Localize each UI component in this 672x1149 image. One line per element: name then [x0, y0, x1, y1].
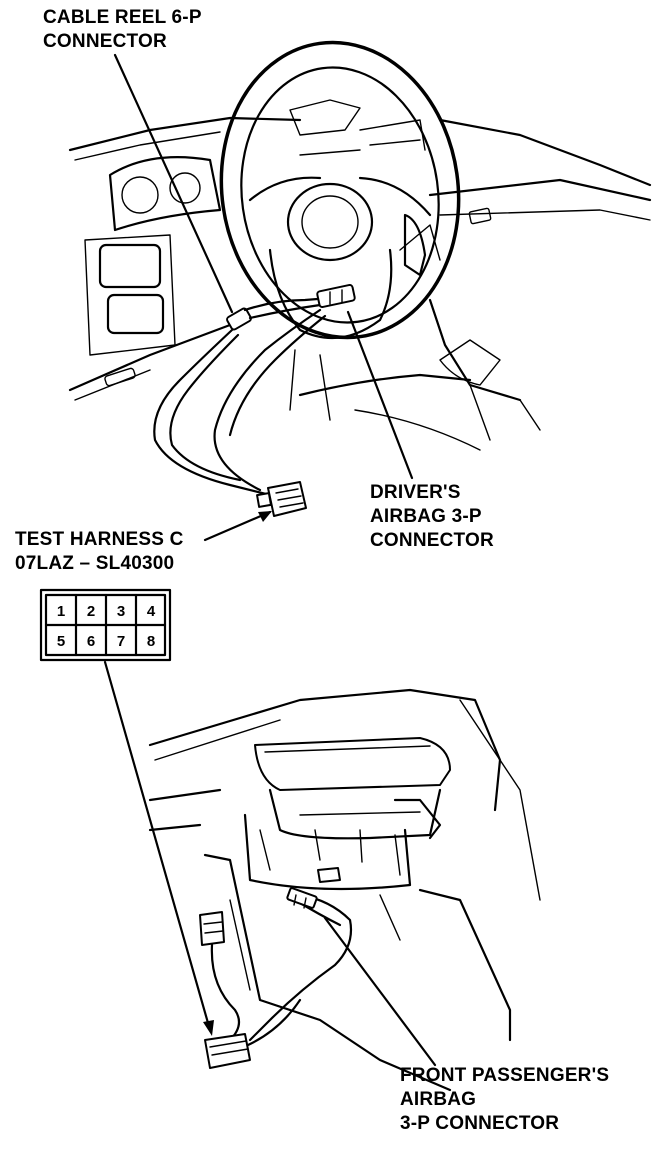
drivers-airbag-label-line-2: AIRBAG 3-P: [370, 506, 482, 527]
front-passenger-connector-plug: [286, 887, 318, 909]
cable-reel-label-line-1: CABLE REEL 6-P: [43, 7, 202, 28]
cable-reel-connector-plug: [226, 307, 252, 331]
connector-pin-7: 7: [117, 633, 125, 650]
connector-pin-8: 8: [147, 633, 155, 650]
dashboard-top-illustration: [68, 40, 652, 451]
connector-pin-2: 2: [87, 603, 95, 620]
lower-harness-plug: [204, 1033, 251, 1069]
drivers-airbag-leader-line: [346, 310, 414, 480]
connector-pin-5: 5: [57, 633, 65, 650]
front-passenger-label: FRONT PASSENGER'S AIRBAG 3-P CONNECTOR: [400, 1064, 609, 1136]
cable-reel-label: CABLE REEL 6-P CONNECTOR: [43, 6, 202, 54]
connector-pin-4: 4: [147, 603, 156, 620]
front-passenger-label-line-1: FRONT PASSENGER'S: [400, 1065, 610, 1086]
connector-pin-3: 3: [117, 603, 125, 620]
dashboard-bottom-illustration: [148, 688, 541, 1092]
connector-face-leader-line: [103, 660, 212, 1032]
connector-pin-6: 6: [87, 633, 95, 650]
cable-reel-leader-line: [113, 53, 234, 314]
test-harness-label-line-1: TEST HARNESS C: [15, 529, 184, 550]
front-passenger-label-line-3: 3-P CONNECTOR: [400, 1113, 560, 1134]
front-passenger-leader-line: [323, 916, 437, 1067]
connector-face-outline: [39, 588, 172, 662]
drivers-airbag-label-line-1: DRIVER'S: [370, 482, 461, 503]
test-harness-connector-face: 1 2 3 4 5 6 7 8: [39, 588, 172, 662]
cable-reel-label-line-2: CONNECTOR: [43, 31, 167, 52]
test-harness-arrowhead: [258, 511, 272, 522]
drivers-airbag-connector-plug: [316, 283, 356, 309]
connector-face-arrowhead: [203, 1020, 214, 1036]
drivers-airbag-label: DRIVER'S AIRBAG 3-P CONNECTOR: [370, 481, 494, 553]
label-leader-lines-top: [113, 53, 414, 542]
test-harness-label-line-2: 07LAZ – SL40300: [15, 553, 175, 574]
drivers-airbag-label-line-3: CONNECTOR: [370, 530, 494, 551]
test-harness-leader-line: [203, 510, 272, 542]
front-passenger-label-line-2: AIRBAG: [400, 1089, 477, 1110]
connector-pin-1: 1: [57, 603, 65, 620]
cable-reel-harness: [153, 283, 356, 517]
test-harness-label: TEST HARNESS C 07LAZ – SL40300: [15, 528, 184, 576]
